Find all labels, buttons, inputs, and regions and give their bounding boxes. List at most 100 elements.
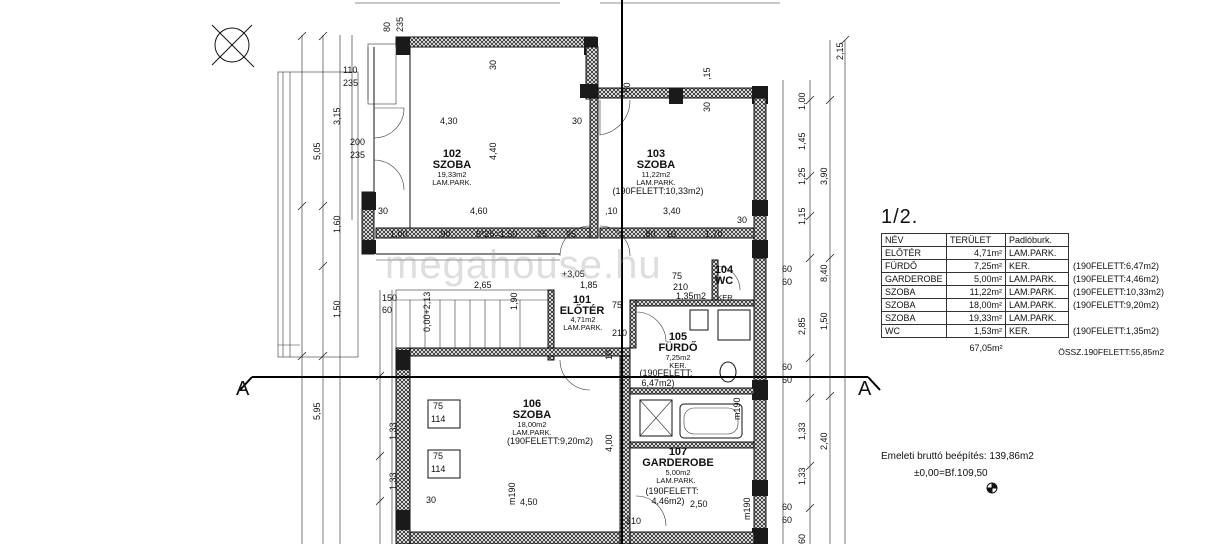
- schedule-header: Padlóburk.: [1005, 233, 1069, 247]
- dim-label: 80: [382, 22, 392, 32]
- dim-label: 3,40: [663, 206, 681, 216]
- schedule-title: 1/2.: [881, 206, 919, 228]
- room-area: 4,71m2: [570, 315, 595, 324]
- dim-label: ,10: [605, 206, 618, 216]
- room-floor: LAM.PARK.: [563, 323, 602, 332]
- room-name: WC: [715, 275, 733, 287]
- dim-label: 235: [395, 17, 405, 32]
- room-number: 105: [669, 331, 687, 343]
- room-note: (190FELETT:10,33m2): [612, 186, 703, 196]
- room-floor: LAM.PARK.: [512, 428, 551, 437]
- room-label-107: 107 GARDEROBE 5,00m2 LAM.PARK. (190FELET…: [642, 446, 714, 506]
- dim-label: 1,90: [509, 292, 519, 310]
- dim-label: ,15: [702, 67, 712, 80]
- dim-label: 6*25=1,50: [476, 229, 517, 239]
- schedule-cell-name: SZOBA: [881, 298, 947, 312]
- dim-label: 114: [431, 414, 445, 424]
- schedule-cell-floor: LAM.PARK.: [1005, 246, 1069, 260]
- dim-label: 1,50: [332, 300, 342, 318]
- dim-label: 2,50: [690, 499, 708, 509]
- dim-label: 5,95: [312, 402, 322, 420]
- dim-label: 8,40: [819, 264, 829, 282]
- schedule-cell-area: 19,33m²: [946, 311, 1006, 325]
- door-swings: [373, 99, 741, 527]
- dim-label: 0,00+2,13: [422, 292, 432, 332]
- schedule-cell-area: 11,22m²: [946, 285, 1006, 299]
- room-note: (190FELETT:: [645, 486, 698, 496]
- schedule-total-note: ÖSSZ.190FELETT:55,85m2: [1058, 347, 1165, 357]
- room-note: (190FELETT:: [639, 368, 692, 378]
- dimension-labels: 4,30 4,60 3,40 30 30 30 110 235 200 235 …: [343, 65, 792, 526]
- room-floor: LAM.PARK.: [432, 178, 471, 187]
- room-label-106: 106 SZOBA 18,00m2 LAM.PARK. (190FELETT:9…: [507, 398, 593, 446]
- schedule-cell-floor: LAM.PARK.: [1005, 285, 1069, 299]
- dim-label: 200: [350, 137, 365, 147]
- dim-label: 235: [350, 150, 365, 160]
- room-label-101: 101 ELŐTÉR 4,71m2 LAM.PARK.: [560, 294, 605, 332]
- room-name: ELŐTÉR: [560, 304, 605, 317]
- section-marker-left-label: A: [236, 378, 250, 400]
- schedule-total: 67,05m²: [969, 343, 1003, 353]
- dim-label: 4,30: [440, 116, 458, 126]
- room-note: (190FELETT:9,20m2): [507, 436, 593, 446]
- dim-label: 30: [378, 206, 388, 216]
- dim-label: 60: [782, 502, 792, 512]
- room-label-105: 105 FÜRDŐ 7,25m2 KER. (190FELETT: 6,47m2…: [639, 331, 698, 388]
- dim-label: 4,00: [604, 434, 614, 452]
- room-area: 5,00m2: [665, 468, 690, 477]
- schedule-cell-note: (190FELETT:6,47m2): [1073, 261, 1160, 271]
- plan-meta: Emeleti bruttó beépítés: 139,86m2 ±0,00=…: [881, 451, 1034, 485]
- dim-label: 1,33: [388, 472, 398, 490]
- room-number: 101: [573, 294, 591, 306]
- schedule-cell-area: 7,25m²: [946, 259, 1006, 273]
- dim-label: 1,00: [797, 92, 807, 110]
- balcony-outline: [277, 71, 359, 358]
- dim-label: 1,00: [390, 229, 408, 239]
- level-marker-icon: [986, 482, 998, 494]
- schedule-cell-name: GARDEROBE: [881, 272, 947, 286]
- dim-label: 4,60: [470, 206, 488, 216]
- room-name: SZOBA: [513, 409, 552, 421]
- dim-label: 60: [382, 305, 392, 315]
- dim-label: 75: [433, 451, 443, 461]
- dim-label: 150: [382, 293, 397, 303]
- dim-label: m190: [507, 482, 517, 505]
- schedule-cell-name: WC: [881, 324, 947, 338]
- room-number: 106: [523, 398, 541, 410]
- dim-label: 30: [488, 60, 498, 70]
- room-number: 102: [443, 148, 461, 160]
- dim-label: m190: [732, 397, 742, 420]
- dim-label: 60: [782, 362, 792, 372]
- dim-label: 114: [431, 464, 445, 474]
- schedule-cell-note: (190FELETT:1,35m2): [1073, 326, 1160, 336]
- dim-label: 1,35m2: [676, 291, 706, 301]
- schedule-cell-floor: LAM.PARK.: [1005, 272, 1069, 286]
- room-floor: KER.: [669, 361, 687, 370]
- room-area: 18,00m2: [517, 420, 546, 429]
- schedule-cell-name: FÜRDŐ: [881, 259, 947, 273]
- dim-label: 3,90: [819, 167, 829, 185]
- room-area: 7,25m2: [665, 353, 690, 362]
- schedule-header-row: NÉV TERÜLET Padlóburk.: [881, 233, 1168, 247]
- dim-label: 1,33: [797, 422, 807, 440]
- dim-label: 10: [604, 350, 614, 360]
- dim-label: +3,05: [562, 269, 585, 279]
- schedule-cell-area: 18,00m²: [946, 298, 1006, 312]
- room-name: GARDEROBE: [642, 457, 714, 469]
- dim-label: 60: [782, 515, 792, 525]
- schedule-header: NÉV: [881, 233, 947, 247]
- dim-label: ,80: [643, 229, 656, 239]
- section-marker-right-label: A: [858, 378, 872, 400]
- room-floor: KER.: [717, 293, 735, 302]
- dim-label: 2,40: [819, 432, 829, 450]
- dim-label: 1,45: [797, 132, 807, 150]
- dim-label: m190: [742, 497, 752, 520]
